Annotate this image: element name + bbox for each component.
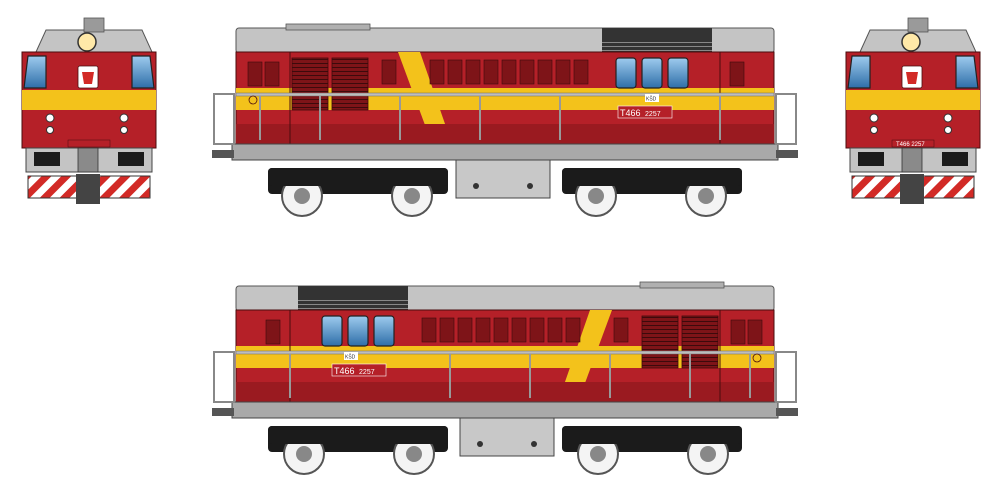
number-plate-bottom: T466 2257 KŠD <box>331 352 387 377</box>
front-number-plate: T466 2257 <box>896 142 925 148</box>
svg-text:T466 2257: T466 2257 <box>620 108 661 118</box>
side-view-top: T466 2257 KŠD <box>211 23 799 217</box>
number-main-bottom: T466 <box>334 366 355 376</box>
svg-text:T466 2257: T466 2257 <box>334 366 375 376</box>
small-plate-top: KŠD <box>646 96 657 103</box>
front-view-right: T466 2257 <box>845 17 981 205</box>
number-suffix-top: 2257 <box>645 111 661 118</box>
side-view-bottom <box>211 281 799 475</box>
number-plate-top: T466 2257 KŠD <box>617 94 673 119</box>
small-plate-bottom: KŠD <box>345 354 356 361</box>
number-main-top: T466 <box>620 108 641 118</box>
front-view-left <box>21 17 157 205</box>
number-suffix-bottom: 2257 <box>359 369 375 376</box>
